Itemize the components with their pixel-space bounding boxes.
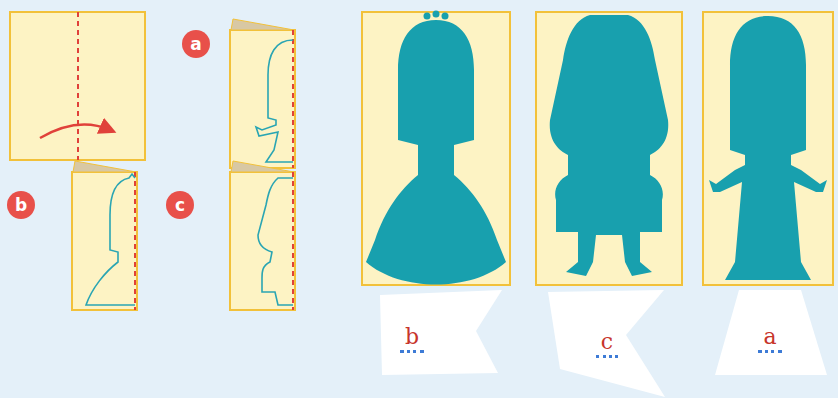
answer-letter: b <box>400 325 424 353</box>
answer-letter: a <box>758 325 781 353</box>
badge-letter: a <box>190 36 201 53</box>
letter-badge: c <box>166 191 194 219</box>
answer-tag: a <box>713 289 829 377</box>
folded-paper <box>230 19 295 168</box>
answer-letter: c <box>596 330 618 358</box>
tag-shape <box>378 289 504 377</box>
folded-paper <box>72 161 137 310</box>
answer-tag: c <box>546 289 667 398</box>
badge-letter: c <box>175 197 185 214</box>
silhouette-panel <box>536 12 682 285</box>
paper-sheet <box>10 12 145 160</box>
folded-paper <box>230 161 295 310</box>
letter-badge: b <box>7 191 35 219</box>
letter-badge: a <box>182 30 210 58</box>
silhouette-panel <box>362 11 510 286</box>
answer-tag: b <box>378 289 504 377</box>
badge-letter: b <box>15 197 27 214</box>
silhouette-panel <box>703 12 833 285</box>
